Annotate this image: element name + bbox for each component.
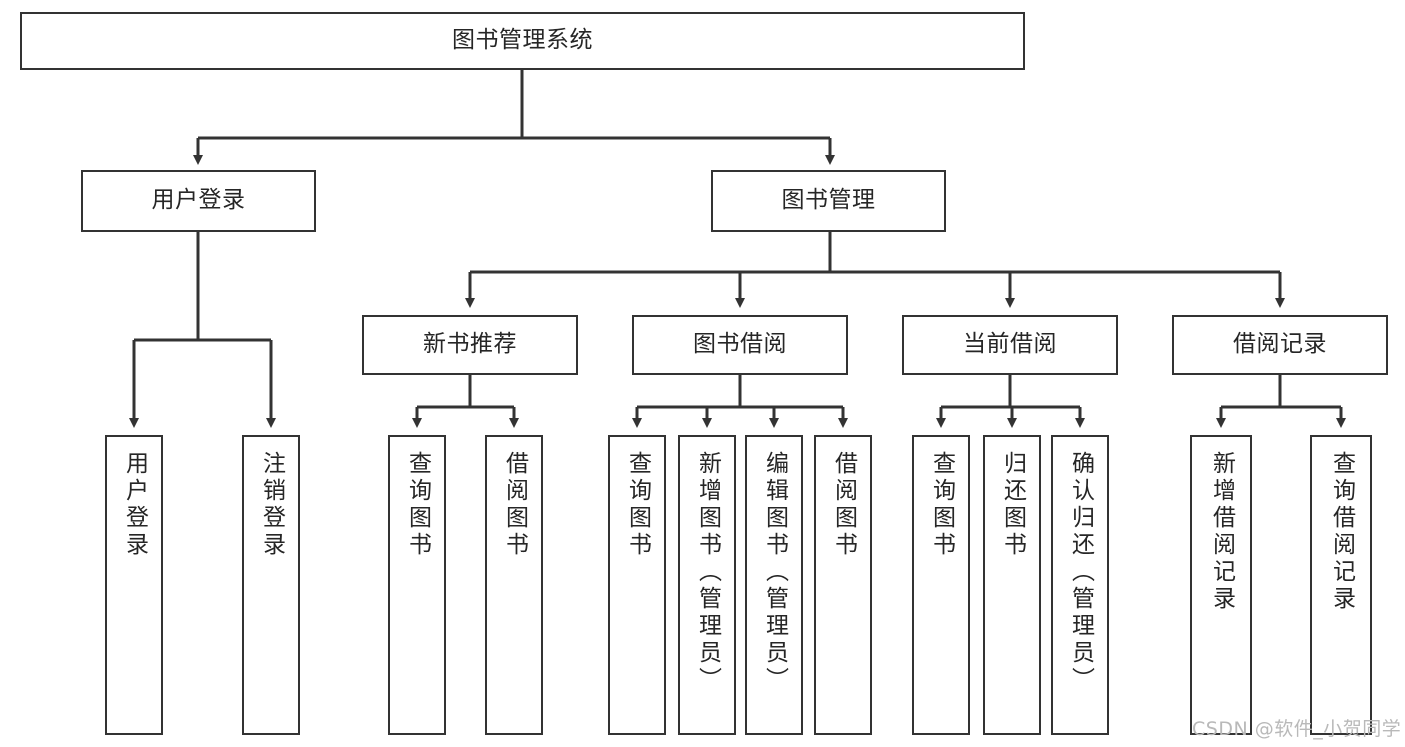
node-book-management[interactable]: 图书管理 [711, 170, 946, 232]
node-user-login[interactable]: 用户登录 [81, 170, 316, 232]
leaf-borrow-book-recommend-label: 借阅图书 [501, 451, 528, 559]
leaf-return-book[interactable]: 归还图书 [983, 435, 1041, 735]
leaf-add-borrow-record-label: 新增借阅记录 [1208, 451, 1235, 613]
leaf-add-book-admin[interactable]: 新增图书（管理员） [678, 435, 736, 735]
leaf-borrow-book-recommend[interactable]: 借阅图书 [485, 435, 543, 735]
leaf-add-borrow-record[interactable]: 新增借阅记录 [1190, 435, 1252, 735]
leaf-borrow-book[interactable]: 借阅图书 [814, 435, 872, 735]
leaf-confirm-return-admin[interactable]: 确认归还（管理员） [1051, 435, 1109, 735]
leaf-return-book-label: 归还图书 [999, 451, 1026, 559]
node-borrow-record[interactable]: 借阅记录 [1172, 315, 1388, 375]
leaf-query-book-recommend-label: 查询图书 [404, 451, 431, 559]
node-root[interactable]: 图书管理系统 [20, 12, 1025, 70]
leaf-user-login[interactable]: 用户登录 [105, 435, 163, 735]
leaf-user-login-label: 用户登录 [121, 451, 148, 559]
node-user-login-label: 用户登录 [151, 187, 246, 214]
leaf-confirm-return-admin-label: 确认归还（管理员） [1067, 451, 1094, 694]
node-borrow-record-label: 借阅记录 [1233, 331, 1327, 358]
leaf-query-book[interactable]: 查询图书 [608, 435, 666, 735]
node-new-book-recommend[interactable]: 新书推荐 [362, 315, 578, 375]
leaf-user-logout[interactable]: 注销登录 [242, 435, 300, 735]
csdn-watermark: CSDN @软件_小贺同学 [1192, 718, 1402, 740]
node-root-label: 图书管理系统 [452, 27, 593, 54]
leaf-query-book-current[interactable]: 查询图书 [912, 435, 970, 735]
node-book-management-label: 图书管理 [781, 187, 876, 214]
node-book-borrow-label: 图书借阅 [693, 331, 787, 358]
leaf-query-borrow-record[interactable]: 查询借阅记录 [1310, 435, 1372, 735]
node-book-borrow[interactable]: 图书借阅 [632, 315, 848, 375]
node-current-borrow-label: 当前借阅 [963, 331, 1057, 358]
leaf-edit-book-admin[interactable]: 编辑图书（管理员） [745, 435, 803, 735]
leaf-query-book-current-label: 查询图书 [928, 451, 955, 559]
leaf-edit-book-admin-label: 编辑图书（管理员） [761, 451, 788, 694]
node-new-book-recommend-label: 新书推荐 [423, 331, 517, 358]
node-current-borrow[interactable]: 当前借阅 [902, 315, 1118, 375]
leaf-query-book-label: 查询图书 [624, 451, 651, 559]
leaf-query-borrow-record-label: 查询借阅记录 [1328, 451, 1355, 613]
leaf-borrow-book-label: 借阅图书 [830, 451, 857, 559]
leaf-user-logout-label: 注销登录 [258, 451, 285, 559]
leaf-add-book-admin-label: 新增图书（管理员） [694, 451, 721, 694]
leaf-query-book-recommend[interactable]: 查询图书 [388, 435, 446, 735]
